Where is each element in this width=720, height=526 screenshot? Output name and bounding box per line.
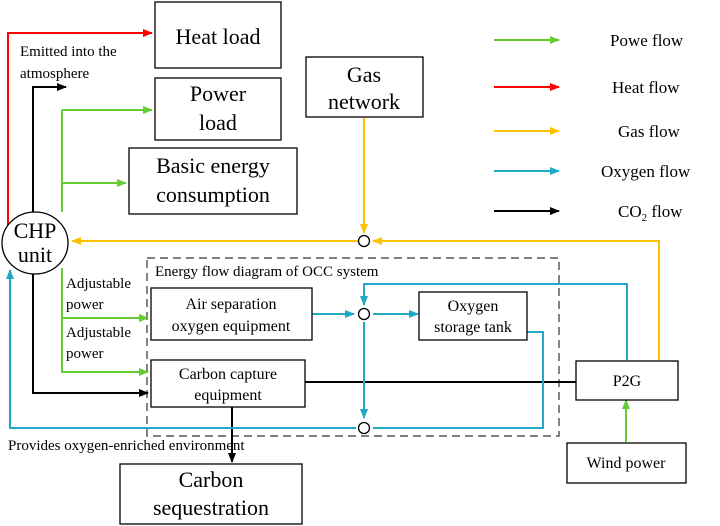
power-load-label-line2: load: [199, 110, 237, 135]
legend-label-heat: Heat flow: [612, 78, 680, 97]
heat-load-box: Heat load: [154, 1, 282, 69]
adjustable-power-2-line2: power: [66, 346, 104, 362]
air-separation-label-line2: oxygen equipment: [172, 318, 291, 335]
basic-energy-label-line1: Basic energy: [156, 153, 270, 178]
adjustable-power-to-carbon-capture: [61, 318, 149, 376]
power-load-label-line1: Power: [190, 81, 247, 106]
carbon-sequestration-box: Carbon sequestration: [119, 463, 303, 525]
chp-unit-label-line2: unit: [18, 242, 52, 267]
gas-flow-lines: [71, 118, 660, 360]
power-load-box: Power load: [154, 77, 282, 141]
emitted-label-line1: Emitted into the: [20, 44, 117, 60]
chp-unit-node: CHP unit: [1, 211, 69, 275]
heat-load-label: Heat load: [176, 24, 261, 49]
gas-network-label-line1: Gas: [347, 62, 381, 87]
legend-label-gas: Gas flow: [618, 122, 681, 141]
air-separation-label-line1: Air separation: [185, 296, 276, 313]
provides-oxygen-label: Provides oxygen-enriched environment: [8, 438, 245, 454]
heat-flow-lines: [7, 29, 153, 225]
carbon-capture-label-line2: equipment: [194, 387, 262, 404]
occ-system-title: Energy flow diagram of OCC system: [155, 264, 379, 280]
air-separation-box: Air separation oxygen equipment: [150, 287, 313, 341]
gas-junction-node: [357, 234, 371, 248]
oxygen-storage-label-line1: Oxygen: [448, 298, 499, 315]
wind-power-box: Wind power: [566, 442, 687, 484]
oxygen-storage-tank-box: Oxygen storage tank: [418, 291, 528, 341]
p2g-label: P2G: [613, 373, 642, 390]
gas-network-label-line2: network: [328, 89, 400, 114]
emitted-label-line2: atmosphere: [20, 66, 89, 82]
legend-item-co2: CO2 flow: [494, 202, 683, 224]
legend-label-power: Powe flow: [610, 31, 684, 50]
oxygen-storage-label-line2: storage tank: [434, 319, 512, 336]
adjustable-power-2-line1: Adjustable: [66, 325, 131, 341]
legend-item-heat: Heat flow: [494, 78, 680, 97]
basic-energy-consumption-box: Basic energy consumption: [128, 147, 298, 215]
carbon-capture-box: Carbon capture equipment: [150, 359, 306, 408]
legend-item-gas: Gas flow: [494, 122, 681, 141]
adjustable-power-1-line1: Adjustable: [66, 276, 131, 292]
chp-unit-label-line1: CHP: [14, 218, 57, 243]
legend-item-oxygen: Oxygen flow: [494, 162, 691, 181]
oxygen-junction-node-upper: [357, 307, 371, 321]
basic-energy-label-line2: consumption: [156, 182, 270, 207]
oxygen-storage-return: [373, 331, 544, 429]
legend-label-co2: CO2 flow: [618, 202, 683, 224]
oxygen-p2g-to-storage: [360, 283, 628, 360]
power-flow-lines: [61, 106, 630, 442]
adjustable-power-1-line2: power: [66, 297, 104, 313]
gas-network-box: Gas network: [305, 56, 424, 118]
co2-flow-to-carbon-capture: [32, 268, 149, 397]
occ-system-boundary: [146, 257, 560, 437]
legend-item-power: Powe flow: [494, 31, 684, 50]
p2g-box: P2G: [575, 360, 679, 401]
oxygen-to-chp: [5, 269, 356, 429]
oxygen-junction-node-lower: [357, 421, 371, 435]
carbon-sequestration-label-line1: Carbon: [179, 467, 244, 492]
legend: Powe flow Heat flow Gas flow Oxygen flow…: [494, 31, 691, 224]
carbon-capture-label-line1: Carbon capture: [179, 366, 277, 383]
co2-flow-lines: [32, 83, 576, 463]
oxygen-flow-lines: [5, 269, 628, 429]
wind-power-label: Wind power: [587, 455, 667, 472]
legend-label-oxygen: Oxygen flow: [601, 162, 691, 181]
carbon-sequestration-label-line2: sequestration: [153, 495, 269, 520]
gas-flow-from-p2g: [372, 237, 660, 360]
co2-flow-to-atmosphere: [32, 83, 67, 220]
heat-flow-to-heat-load: [7, 29, 153, 225]
